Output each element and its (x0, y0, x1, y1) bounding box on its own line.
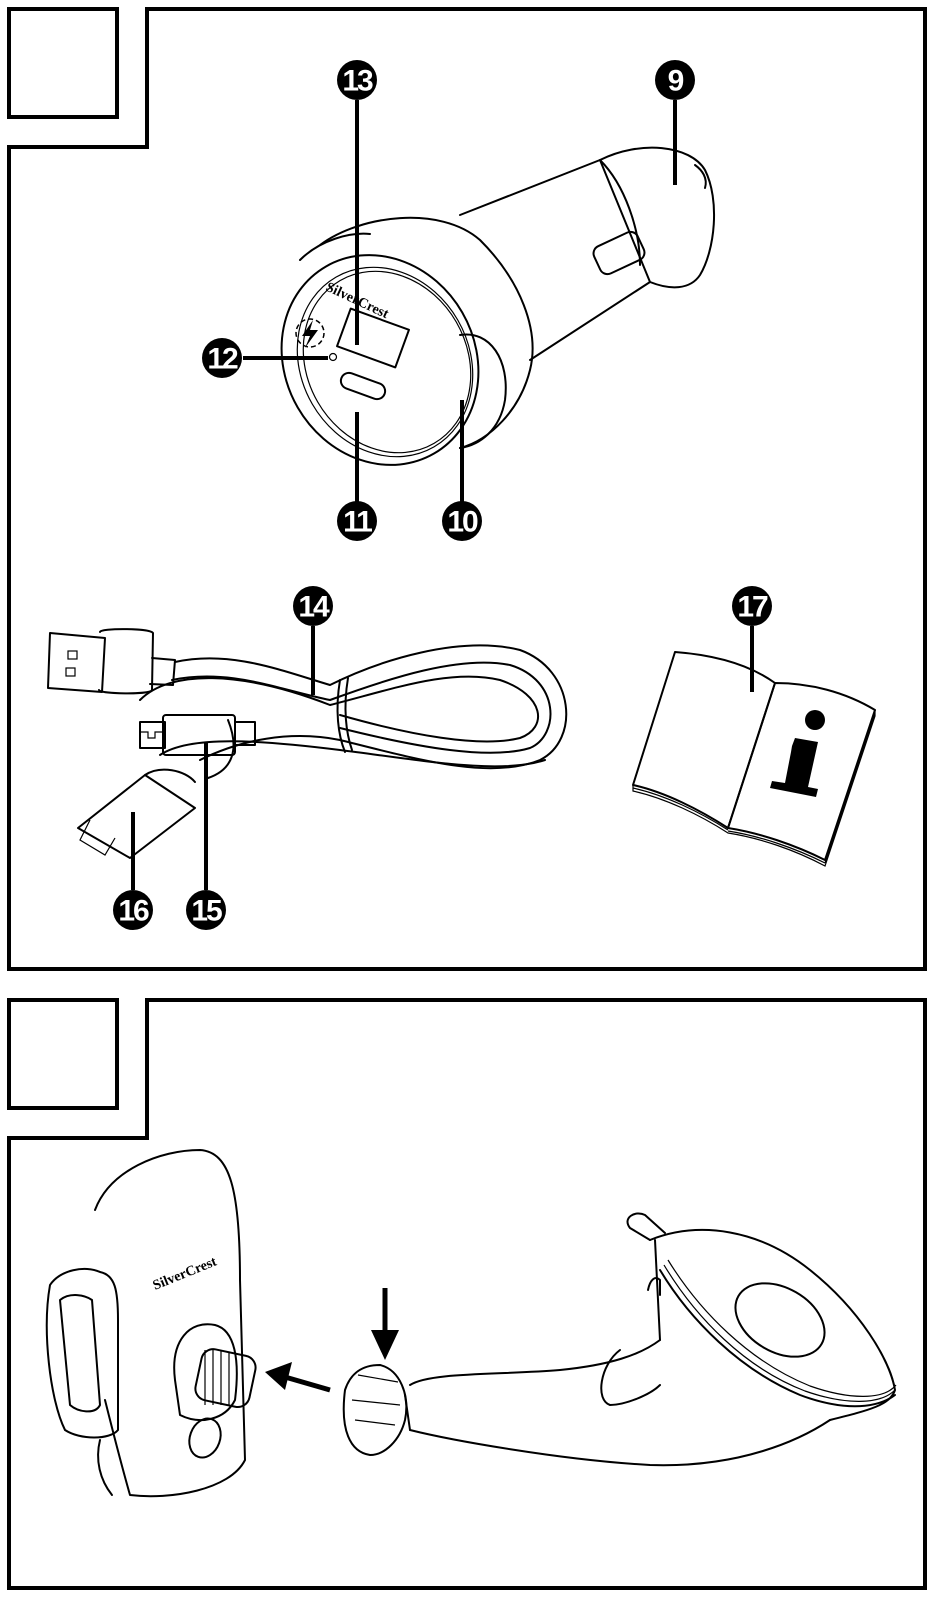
usb-c-connector (162, 714, 236, 756)
info-dot (805, 710, 825, 730)
holder-brand-text: SilverCrest (151, 1254, 219, 1293)
callout-13: 13 (337, 60, 377, 100)
insert-arrow-icon (265, 1362, 331, 1393)
svg-text:12: 12 (207, 343, 238, 376)
svg-text:10: 10 (447, 506, 478, 539)
info-icon (770, 738, 818, 797)
figure-1-frame (7, 7, 927, 971)
cable-illustration (47, 628, 568, 859)
svg-text:13: 13 (342, 65, 373, 98)
suction-mount-illustration (342, 1212, 897, 1467)
press-down-arrow-icon (371, 1288, 399, 1360)
svg-text:11: 11 (343, 506, 372, 539)
callout-12: 12 (202, 338, 242, 378)
svg-text:17: 17 (737, 591, 768, 624)
figure-1-panel (7, 7, 927, 971)
svg-text:9: 9 (668, 65, 684, 98)
led-indicator (328, 352, 338, 362)
manual-illustration (632, 651, 876, 867)
callout-14: 14 (293, 586, 333, 626)
phone-holder-illustration: SilverCrest (45, 1149, 257, 1498)
svg-text:15: 15 (191, 895, 222, 928)
callout-16: 16 (113, 890, 153, 930)
svg-text:16: 16 (118, 895, 149, 928)
car-charger-illustration: SilverCrest (280, 146, 715, 466)
mount-knob (342, 1364, 408, 1456)
callout-10: 10 (442, 501, 482, 541)
micro-usb-adapter (77, 774, 196, 859)
usb-a-port (336, 307, 410, 369)
callout-11: 11 (337, 501, 377, 541)
callout-leaders (131, 100, 754, 890)
figure-1-label-box (7, 7, 119, 119)
figure-2-panel (7, 998, 927, 1590)
figure-2-frame (7, 998, 927, 1590)
usb-c-port (339, 371, 387, 401)
quick-charge-bolt-icon (295, 318, 325, 348)
svg-text:14: 14 (298, 591, 330, 624)
figure-2-label-box (7, 998, 119, 1110)
callout-17: 17 (732, 586, 772, 626)
callout-15: 15 (186, 890, 226, 930)
callout-9: 9 (655, 60, 695, 100)
